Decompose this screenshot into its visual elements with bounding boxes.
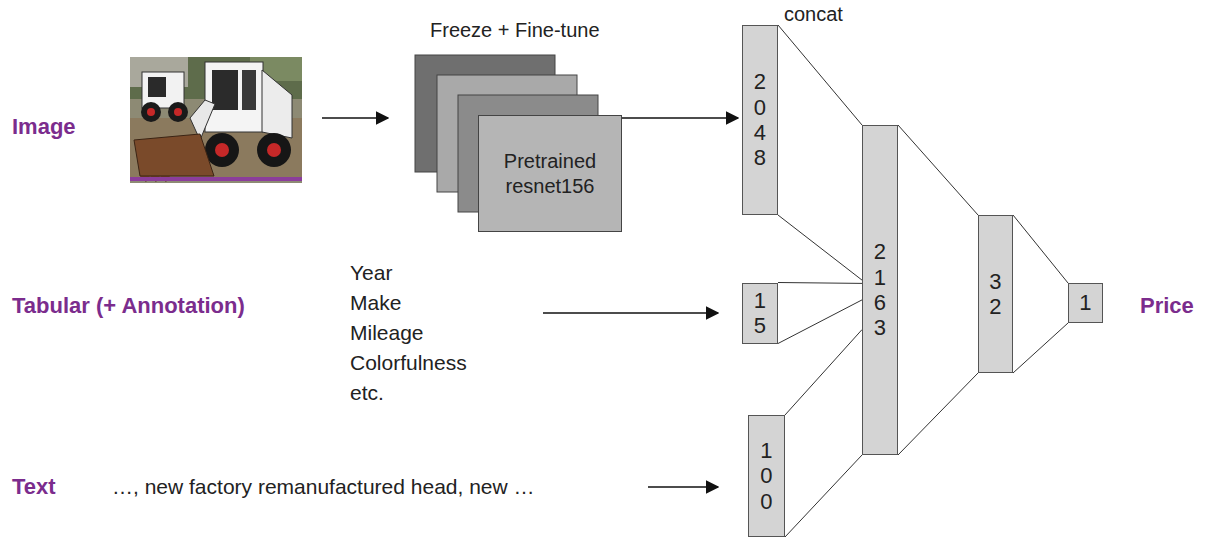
output-node: 1 [1068,283,1103,323]
feature-vector: 15 [742,283,778,344]
node-text: 15 [752,288,767,339]
input-arrow [322,117,388,119]
node-text: 2048 [752,69,767,170]
hidden-layer: 32 [978,215,1013,373]
stage-title: Freeze + Fine-tune [430,18,600,42]
node-text: 32 [988,269,1003,320]
dense-connection [785,330,862,537]
node-text: 1 [1078,290,1093,315]
concat-layer: 2163 [862,125,898,455]
input-arrow [648,486,718,488]
feature-vector: 2048 [742,25,778,215]
dense-connection [778,25,862,280]
machine-photo [130,57,302,183]
model-box: Pretrained resnet156 [478,115,622,232]
node-text: 100 [759,438,774,514]
feature-name: Mileage [350,320,424,345]
feature-name: etc. [350,380,384,405]
feature-vector: 100 [748,415,785,537]
feature-name: Make [350,290,401,315]
feature-name: Year [350,260,392,285]
input-label: Tabular (+ Annotation) [12,293,245,319]
dense-connection [898,125,978,455]
input-label: Image [12,114,76,140]
input-label: Text [12,474,56,500]
input-arrow [543,312,718,314]
node-text: 2163 [872,239,887,340]
feature-name: Colorfulness [350,350,467,375]
concat-label: concat [784,2,843,26]
flow-arrow [622,117,738,119]
dense-connection [778,283,862,344]
node-text: Pretrained resnet156 [479,149,621,199]
dense-connection [1013,215,1068,373]
output-label: Price [1140,293,1194,319]
text-sample: …, new factory remanufactured head, new … [112,474,535,499]
